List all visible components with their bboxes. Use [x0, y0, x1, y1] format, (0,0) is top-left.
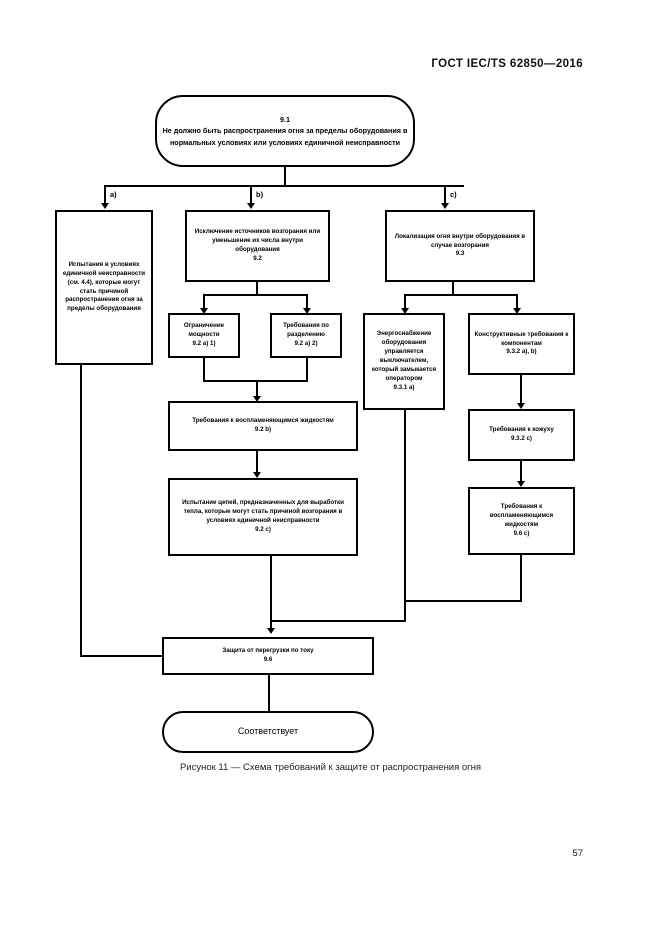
arrow-branch-b — [247, 203, 255, 209]
node-branch-a-text: Испытания в условиях единичной неисправн… — [62, 260, 146, 313]
connector-b-down — [256, 282, 258, 294]
page-number: 57 — [572, 848, 583, 859]
connector-c-left — [404, 294, 406, 310]
connector-enclosure-down — [520, 461, 522, 483]
arrow-power-limit — [200, 308, 208, 314]
node-start-9-1: 9.1 Не должно быть распространения огня … — [155, 95, 415, 167]
node-flammable-liquids-c-ref: 9.6 c) — [513, 529, 530, 537]
node-heat-circuits-ref: 9.2 c) — [255, 525, 271, 533]
node-power-limit: Ограничение мощности 9.2 a) 1) — [168, 313, 240, 358]
node-separation: Требования по разделению 9.2 a) 2) — [270, 313, 342, 358]
branch-tag-a: a) — [110, 190, 117, 199]
connector-fl-b-down — [256, 451, 258, 474]
node-enclosure-ref: 9.3.2 c) — [511, 435, 532, 442]
node-power-supply: Энергоснабжение оборудования управляется… — [363, 313, 445, 410]
connector-fl-c-down — [520, 555, 522, 600]
connector-overcurrent-down — [268, 675, 270, 711]
node-flammable-liquids-b: Требования к воспламеняющимся жидкостям … — [168, 401, 358, 451]
node-overcurrent-text: Защита от перегрузки по току — [222, 647, 314, 655]
node-branch-b-ref: 9.2 — [253, 254, 262, 262]
node-branch-c-text: Локализация огня внутри оборудования в с… — [394, 232, 526, 249]
branch-tag-c: c) — [450, 190, 457, 199]
connector-power-supply-down — [404, 410, 406, 600]
node-overcurrent-ref: 9.6 — [263, 656, 273, 663]
arrow-power-supply — [401, 308, 409, 314]
node-heat-circuits: Испытание цепей, предназначенных для выр… — [168, 478, 358, 556]
arrow-construction — [513, 308, 521, 314]
node-branch-b: Исключение источников возгорания или уме… — [185, 210, 330, 282]
node-power-limit-text: Ограничение мощности — [183, 322, 225, 338]
arrow-flammable-liquids-c — [517, 481, 525, 487]
connector-separation-down — [306, 358, 308, 380]
node-construction-text: Конструктивные требования к компонентам — [474, 330, 569, 347]
arrow-flammable-liquids-b — [253, 396, 261, 402]
node-end-text: Соответствует — [237, 726, 299, 737]
connector-right-to-center — [270, 620, 406, 622]
node-overcurrent: Защита от перегрузки по току 9.6 — [162, 637, 374, 675]
connector-construction-down — [520, 375, 522, 405]
connector-merge-b-down — [256, 380, 258, 398]
node-branch-b-text: Исключение источников возгорания или уме… — [194, 228, 321, 253]
node-heat-circuits-text: Испытание цепей, предназначенных для выр… — [182, 499, 344, 524]
connector-a-to-overcurrent — [80, 655, 170, 657]
node-flammable-liquids-b-ref: 9.2 b) — [254, 426, 272, 433]
node-branch-a: Испытания в условиях единичной неисправн… — [55, 210, 153, 365]
connector-c-right — [516, 294, 518, 310]
connector-start-down — [284, 167, 286, 185]
figure-caption: Рисунок 11 — Схема требований к защите о… — [179, 762, 482, 773]
node-flammable-liquids-c: Требования к воспламеняющимся жидкостям … — [468, 487, 575, 555]
connector-power-limit-down — [203, 358, 205, 380]
node-power-limit-ref: 9.2 a) 1) — [192, 339, 216, 347]
connector-b-left — [203, 294, 205, 310]
node-flammable-liquids-c-text: Требования к воспламеняющимся жидкостям — [489, 503, 554, 528]
node-start-ref: 9.1 — [280, 114, 290, 124]
connector-heat-circuits-down — [270, 556, 272, 630]
node-enclosure: Требования к кожуху 9.3.2 c) — [468, 409, 575, 461]
arrow-heat-circuits — [253, 472, 261, 478]
connector-c-down — [452, 282, 454, 294]
arrow-branch-c — [441, 203, 449, 209]
connector-merge-b — [203, 380, 308, 382]
node-branch-c-ref: 9.3 — [455, 250, 465, 258]
connector-right-merge-down — [404, 600, 406, 620]
arrow-separation — [303, 308, 311, 314]
connector-b-right — [306, 294, 308, 310]
node-power-supply-ref: 9.3.1 a) — [393, 383, 415, 391]
connector-drop-c — [444, 185, 446, 205]
branch-tag-b: b) — [256, 190, 264, 199]
connector-drop-b — [250, 185, 252, 205]
flowchart-figure-11: 9.1 Не должно быть распространения огня … — [55, 95, 575, 753]
connector-drop-a — [104, 185, 106, 205]
node-power-supply-text: Энергоснабжение оборудования управляется… — [371, 330, 437, 382]
node-separation-text: Требования по разделению — [283, 322, 329, 338]
page-header-standard: ГОСТ IEC/TS 62850—2016 — [431, 58, 583, 70]
arrow-branch-a — [101, 203, 109, 209]
arrow-overcurrent — [267, 628, 275, 634]
node-enclosure-text: Требования к кожуху — [489, 426, 554, 434]
arrow-enclosure — [517, 403, 525, 409]
node-separation-ref: 9.2 a) 2) — [294, 339, 318, 347]
connector-right-merge — [404, 600, 522, 602]
connector-c-split — [404, 294, 518, 296]
node-flammable-liquids-b-text: Требования к воспламеняющимся жидкостям — [192, 417, 334, 425]
connector-bus-horizontal — [104, 185, 464, 187]
node-construction: Конструктивные требования к компонентам … — [468, 313, 575, 375]
connector-b-split — [203, 294, 308, 296]
node-start-text: Не должно быть распространения огня за п… — [162, 126, 408, 147]
node-end-compliant: Соответствует — [162, 711, 374, 753]
connector-a-long-down — [80, 365, 82, 655]
node-construction-ref: 9.3.2 a), b) — [506, 348, 537, 356]
node-branch-c: Локализация огня внутри оборудования в с… — [385, 210, 535, 282]
